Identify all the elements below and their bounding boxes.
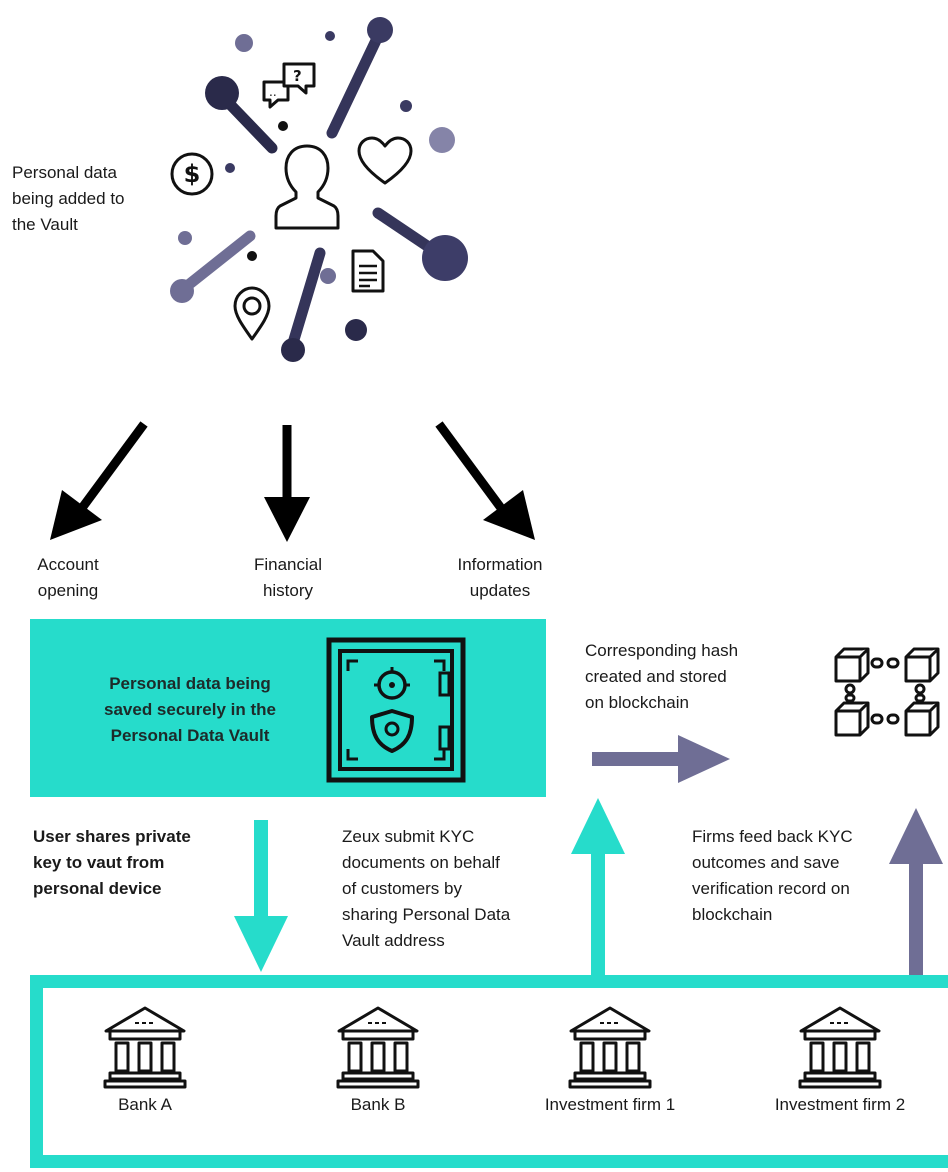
arrow-down-to-firms — [232, 820, 290, 974]
document-icon — [350, 248, 386, 294]
svg-text:?: ? — [293, 67, 302, 85]
data-cloud-illustration — [150, 8, 490, 368]
svg-text:..: .. — [269, 85, 277, 99]
svg-text:$: $ — [184, 160, 201, 188]
arrow-up-to-vault — [569, 798, 627, 978]
intro-label: Personal data being added to the Vault — [12, 163, 125, 234]
category-account-opening: Account opening — [37, 555, 99, 600]
feedback-label: Firms feed back KYC outcomes and save ve… — [692, 827, 853, 924]
bank-icon — [567, 1005, 710, 1089]
blockchain-icon — [832, 645, 944, 745]
arrow-to-account-opening — [40, 420, 160, 545]
bank-icon — [335, 1005, 478, 1089]
firm-investment-2: Investment firm 2 — [740, 1005, 940, 1115]
firm-bank-b: Bank B — [278, 1005, 478, 1115]
firms-container — [30, 975, 948, 1168]
category-information-updates: Information updates — [457, 555, 543, 600]
personal-data-vault-box: Personal data being saved securely in th… — [30, 619, 546, 797]
hash-label: Corresponding hash created and stored on… — [585, 641, 739, 712]
arrow-to-blockchain — [592, 735, 732, 785]
chat-question-icon: .. ? — [260, 60, 326, 114]
user-icon — [272, 140, 342, 232]
arrow-to-financial-history — [262, 425, 312, 545]
bank-icon — [797, 1005, 940, 1089]
heart-icon — [355, 135, 415, 189]
arrow-to-information-updates — [425, 420, 545, 545]
firm-investment-1: Investment firm 1 — [510, 1005, 710, 1115]
dollar-icon: $ — [168, 150, 216, 198]
firm-name: Investment firm 2 — [774, 1095, 906, 1114]
firm-name: Bank A — [118, 1095, 172, 1114]
share-key-label: User shares private key to vaut from per… — [33, 827, 191, 898]
vault-label: Personal data being saved securely in th… — [104, 674, 276, 745]
location-pin-icon — [232, 285, 272, 343]
firm-name: Investment firm 1 — [544, 1095, 676, 1114]
category-financial-history: Financial history — [253, 555, 323, 600]
bank-icon — [102, 1005, 245, 1089]
firm-bank-a: Bank A — [45, 1005, 245, 1115]
zeux-submit-label: Zeux submit KYC documents on behalf of c… — [342, 827, 511, 950]
firm-name: Bank B — [350, 1095, 406, 1114]
safe-icon — [326, 637, 466, 785]
arrow-up-to-blockchain — [887, 808, 945, 978]
